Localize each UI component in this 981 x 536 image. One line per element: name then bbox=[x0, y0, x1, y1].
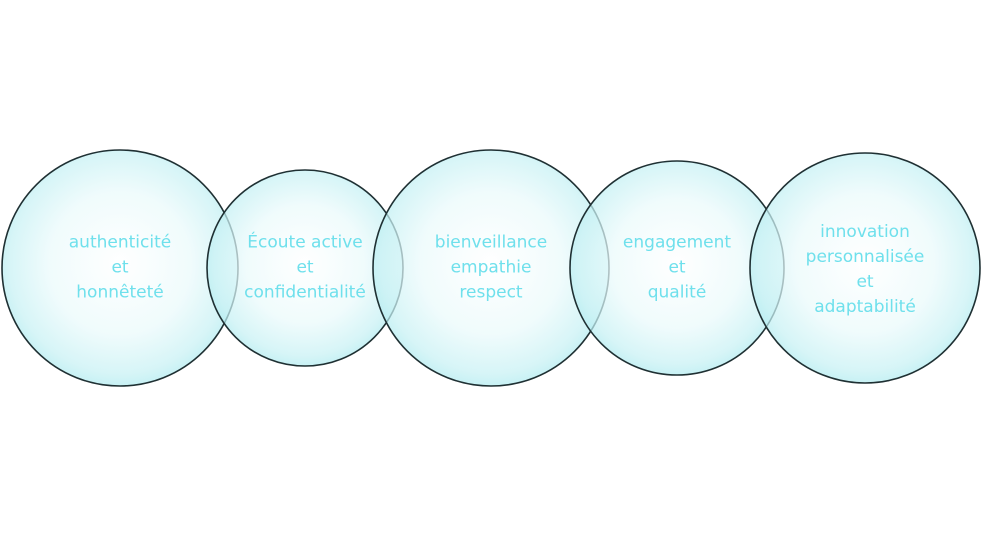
circle-group bbox=[1, 149, 981, 387]
circle-innovation bbox=[749, 152, 981, 384]
circle-authenticite bbox=[1, 149, 239, 387]
